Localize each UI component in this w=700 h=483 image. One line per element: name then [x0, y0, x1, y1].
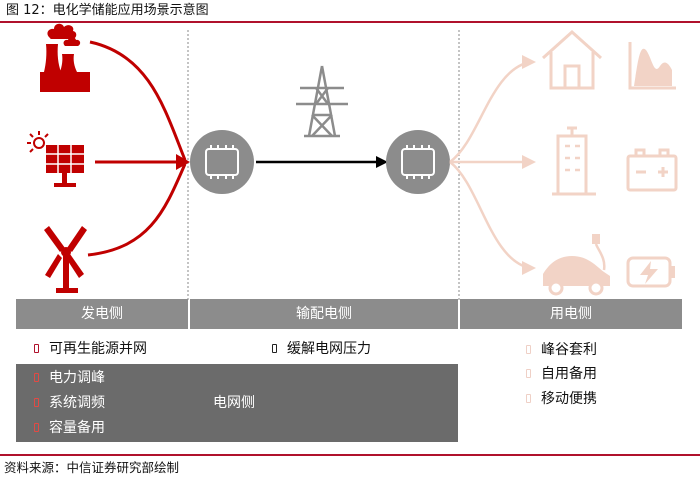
- list-item: 容量备用: [34, 418, 105, 438]
- figure-source: 资料来源：中信证券研究部绘制: [4, 460, 180, 475]
- transmission-tower-icon: [296, 65, 348, 138]
- bullet-marker: [526, 345, 531, 354]
- bullet-marker: [526, 369, 531, 378]
- application-label: 容量备用: [49, 420, 105, 436]
- bullet-marker: [34, 423, 39, 432]
- bullet-marker: [272, 344, 277, 353]
- section-header-grid: 输配电侧: [190, 299, 458, 329]
- consumption-arrows: [449, 60, 531, 270]
- application-label: 可再生能源并网: [49, 341, 147, 357]
- application-label: 缓解电网压力: [287, 341, 371, 357]
- list-item: 峰谷套利: [526, 340, 597, 360]
- list-item: 缓解电网压力: [272, 339, 371, 359]
- bullet-marker: [34, 373, 39, 382]
- generation-arrowhead: [176, 154, 190, 170]
- building-icon: [552, 126, 596, 196]
- list-item: 系统调频: [34, 393, 105, 413]
- bullet-marker: [526, 394, 531, 403]
- application-label: 峰谷套利: [541, 342, 597, 358]
- title-rule: [0, 21, 700, 23]
- list-item: 可再生能源并网: [34, 339, 147, 359]
- section-header-generation: 发电侧: [16, 299, 188, 329]
- list-item: 自用备用: [526, 364, 597, 384]
- generation-arrows: [87, 40, 187, 257]
- electric-car-icon: [543, 234, 610, 296]
- battery-chip-icon-right: [386, 130, 450, 194]
- charging-battery-icon: [626, 256, 675, 288]
- application-label: 移动便携: [541, 391, 597, 407]
- bullet-marker: [34, 344, 39, 353]
- battery-chip-icon-left: [190, 130, 254, 194]
- consumption-arrowheads: [522, 55, 536, 275]
- application-label: 自用备用: [541, 366, 597, 382]
- source-rule: [0, 454, 700, 456]
- wind-turbine-icon: [44, 226, 87, 293]
- battery-icon: [626, 148, 678, 192]
- list-item: 移动便携: [526, 389, 597, 409]
- bullet-marker: [34, 398, 39, 407]
- figure-title: 图 12：电化学储能应用场景示意图: [6, 3, 209, 18]
- application-label: 系统调频: [49, 395, 105, 411]
- solar-panel-icon: [27, 131, 84, 187]
- section-header-consumption: 用电侧: [460, 299, 682, 329]
- grid-side-box: 电力调峰 系统调频 容量备用: [16, 364, 458, 442]
- house-icon: [541, 29, 603, 90]
- power-plant-icon: [40, 23, 90, 92]
- list-item: 电力调峰: [34, 368, 105, 388]
- curve-chart-icon: [628, 42, 676, 90]
- application-label: 电力调峰: [49, 370, 105, 386]
- grid-flow-arrowhead: [376, 156, 388, 168]
- grid-side-label: 电网侧: [213, 395, 255, 411]
